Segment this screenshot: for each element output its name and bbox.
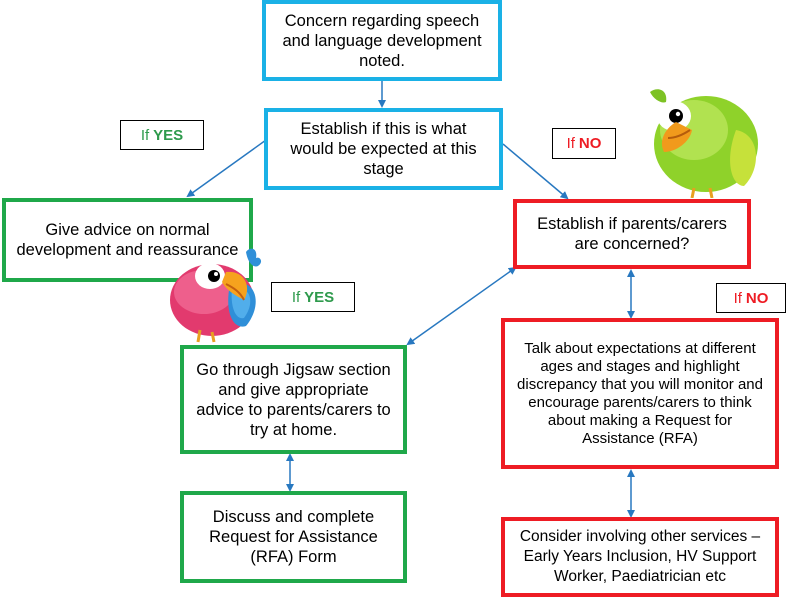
node-consider-services-text: Consider involving other services – Earl… [519,528,761,585]
node-establish-expected-text: Establish if this is what would be expec… [290,120,477,178]
arrow-establish-to-concerned [502,143,569,200]
label-if-word: If [733,289,742,307]
node-talk-expectations: Talk about expectations at different age… [501,318,779,469]
label-no-word: NO [578,135,602,152]
label-if-yes-left: If YES [120,120,204,150]
label-yes-word: YES [153,126,184,144]
arrow-concerned-to-jigsaw [406,266,517,346]
node-concern: Concern regarding speech and language de… [262,0,502,81]
node-establish-expected: Establish if this is what would be expec… [264,108,503,190]
label-yes-word: YES [304,288,335,306]
label-if-word: If [566,135,575,152]
label-no-word: NO [745,289,769,307]
node-talk-expectations-text: Talk about expectations at different age… [517,339,763,447]
node-establish-concerned-text: Establish if parents/carers are concerne… [537,215,727,253]
node-jigsaw: Go through Jigsaw section and give appro… [180,345,407,454]
node-jigsaw-text: Go through Jigsaw section and give appro… [196,360,391,439]
label-if-no-right: If NO [716,283,786,313]
green-bird-icon [650,89,758,198]
pink-bird-icon [170,248,262,343]
node-give-advice-text: Give advice on normal development and re… [16,221,239,259]
node-establish-concerned: Establish if parents/carers are concerne… [513,199,751,269]
node-discuss-rfa-text: Discuss and complete Request for Assista… [209,508,378,566]
label-if-yes-middle: If YES [271,282,355,312]
node-discuss-rfa: Discuss and complete Request for Assista… [180,491,407,583]
label-if-no-top: If NO [552,128,616,159]
label-if-word: If [140,126,150,144]
node-concern-text: Concern regarding speech and language de… [282,11,482,70]
label-if-word: If [291,288,301,306]
arrow-establish-to-advice [186,139,267,198]
node-consider-services: Consider involving other services – Earl… [501,517,779,597]
